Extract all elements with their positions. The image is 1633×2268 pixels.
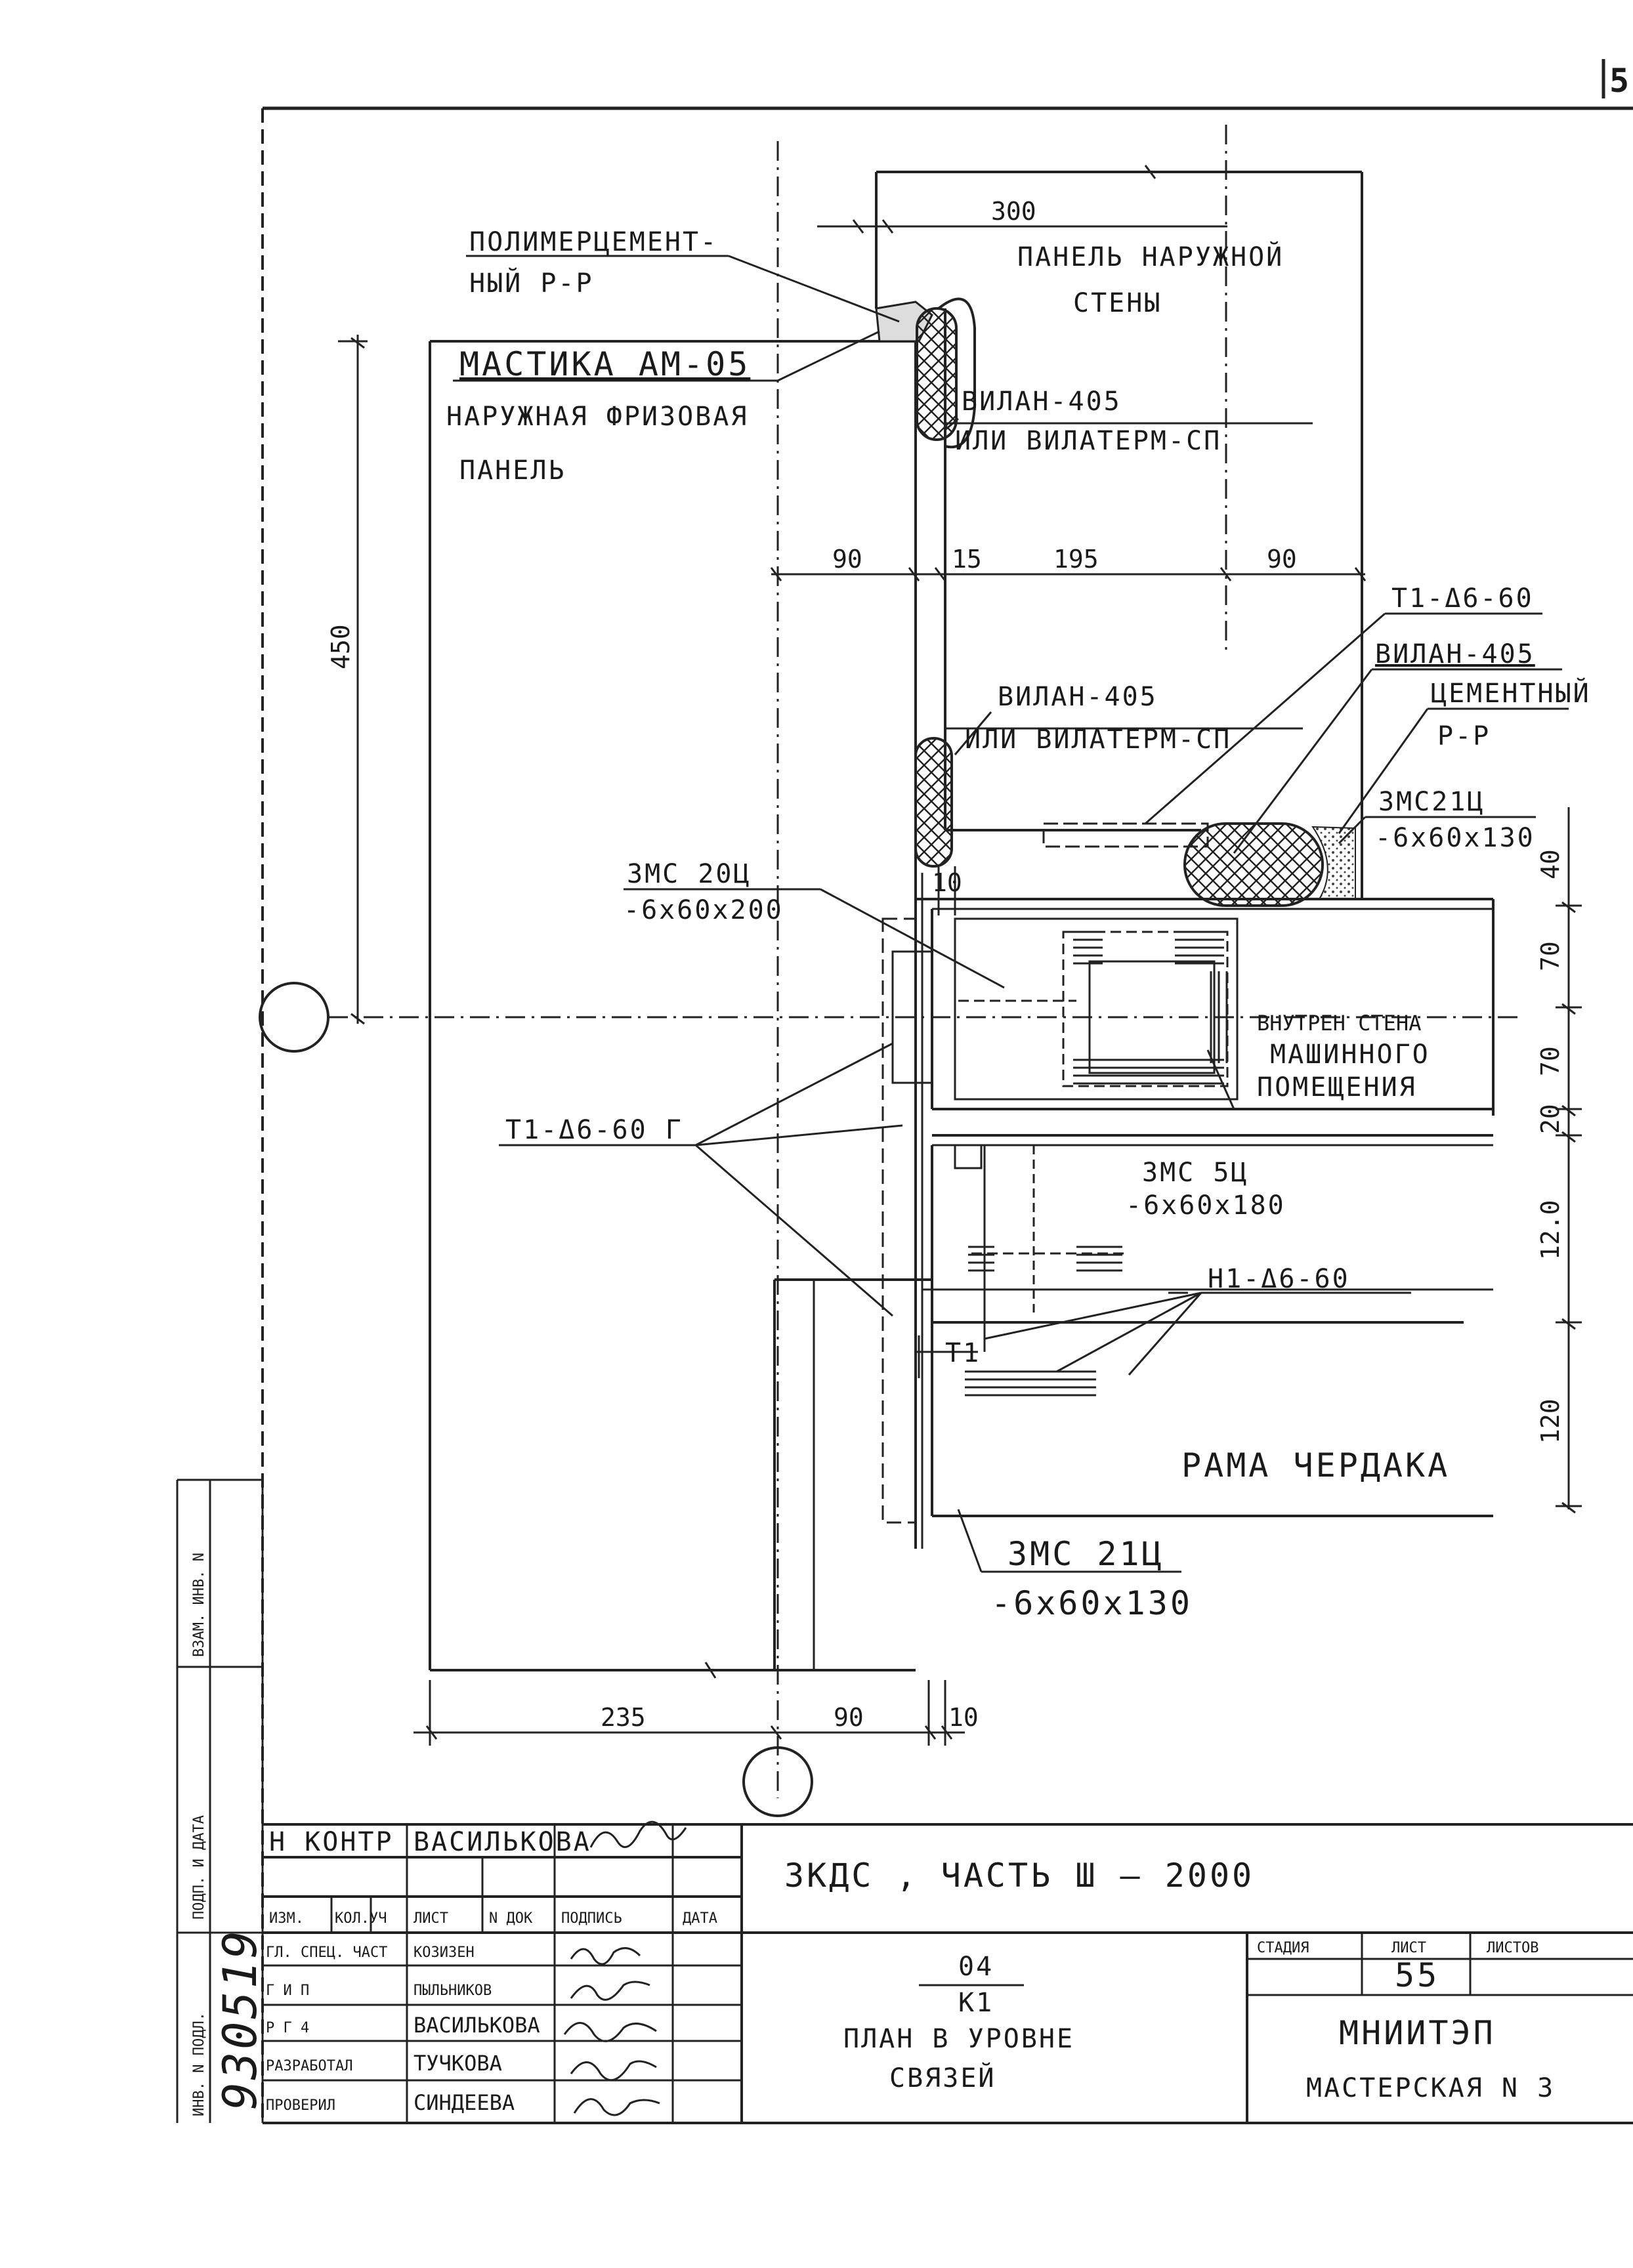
dim-40: 40 [1536, 849, 1565, 879]
zmc20c-label-2: -6х60х200 [624, 895, 784, 925]
sheet-title-2: СВЯЗЕЙ [889, 2062, 996, 2093]
row-name-4: ТУЧКОВА [414, 2051, 502, 2076]
inner-wall-label-3: ПОМЕЩЕНИЯ [1257, 1072, 1417, 1102]
col-kol-uch: КОЛ.УЧ [335, 1910, 387, 1927]
dim-300: 300 [991, 197, 1036, 226]
frieze-panel-label-1: НАРУЖНАЯ ФРИЗОВАЯ [446, 402, 748, 432]
frieze-panel-label-2: ПАНЕЛЬ [459, 455, 566, 486]
zmc21c-bottom-label-1: ЗМС 21Ц [1007, 1535, 1164, 1573]
dim-90-a: 90 [832, 545, 862, 574]
row-name-3: ВАСИЛЬКОВА [414, 2013, 540, 2038]
vilan-mid-label-2: ИЛИ ВИЛАТЕРМ-СП [965, 724, 1231, 755]
n-kontr-name: ВАСИЛЬКОВА [414, 1827, 591, 1857]
outer-wall-panel-label-1: ПАНЕЛЬ НАРУЖНОЙ [1017, 241, 1284, 272]
sheet-label: ЛИСТ [1391, 1940, 1426, 1956]
dim-90-c: 90 [834, 1703, 864, 1732]
side-field-3: ВЗАМ. ИНВ. N [191, 1553, 207, 1657]
inner-wall-label-2: МАШИННОГО [1270, 1040, 1430, 1070]
row-role-3: Р Г 4 [266, 2020, 309, 2036]
col-list: ЛИСТ [414, 1910, 448, 1927]
dim-450: 450 [326, 624, 355, 669]
t1-b6-60-right-label: Т1-Δ6-60 [1391, 583, 1534, 614]
cement-mortar-label-2: Р-Р [1437, 721, 1491, 751]
side-field-1: ИНВ. N ПОДЛ. [191, 2012, 207, 2116]
stage-label: СТАДИЯ [1257, 1940, 1309, 1956]
sheet-title-1: ПЛАН В УРОВНЕ [843, 2024, 1074, 2054]
n-kontr-label: Н КОНТР [269, 1827, 394, 1857]
weld-marks [965, 931, 1228, 1396]
axis-lines [328, 125, 1523, 1798]
dim-90-b: 90 [1267, 545, 1297, 574]
outer-wall-panel-label-2: СТЕНЫ [1073, 288, 1162, 318]
gasket-middle [914, 737, 953, 868]
connection-details [773, 822, 1495, 1670]
gasket-right [1183, 822, 1324, 907]
dim-120-b: 120 [1536, 1398, 1565, 1444]
inner-wall-label-1: ВНУТРЕН СТЕНА [1257, 1011, 1421, 1036]
cement-mortar-label-1: ЦЕМЕНТНЫЙ [1431, 677, 1591, 709]
col-izm: ИЗМ. [269, 1910, 304, 1927]
polymer-mortar-label-1: ПОЛИМЕРЦЕМЕНТ- [469, 227, 718, 257]
project-title: ЗКДС , ЧАСТЬ Ш – 2000 [784, 1857, 1254, 1895]
h1-b6-60-label: Н1-Δ6-60 [1208, 1264, 1350, 1294]
row-name-5: СИНДЕЕВА [414, 2090, 515, 2115]
zmc5c-label-1: ЗМС 5Ц [1142, 1158, 1249, 1188]
sheet-corner-number: 5 [1609, 62, 1632, 100]
zmc20c-label-1: ЗМС 20Ц [627, 859, 752, 889]
dim-10-a: 10 [932, 868, 962, 897]
drawing-frame [261, 106, 1633, 2124]
row-role-4: РАЗРАБОТАЛ [266, 2058, 352, 2074]
t1-b6-60-left-label: Т1-Δ6-60 Г [505, 1115, 683, 1145]
t1-small-label: Т1 [945, 1338, 981, 1368]
zmc5c-label-2: -6х60х180 [1126, 1190, 1286, 1221]
col-data: ДАТА [683, 1910, 717, 1927]
leader-lines [453, 255, 1569, 1573]
row-role-5: ПРОВЕРИЛ [266, 2097, 335, 2114]
dimension-ticks [350, 219, 1576, 1740]
drawing-code-top: 04 [958, 1952, 994, 1982]
dimension-lines [338, 225, 1582, 1746]
dim-195: 195 [1053, 545, 1099, 574]
zmc21c-top-label-2: -6х60х130 [1375, 823, 1535, 853]
attic-frame-label: РАМА ЧЕРДАКА [1181, 1446, 1450, 1484]
col-podpis: ПОДПИСЬ [561, 1910, 622, 1927]
vilan-upper-label-1: ВИЛАН-405 [962, 387, 1122, 417]
dim-70-a: 70 [1536, 941, 1565, 971]
row-name-1: КОЗИЗЕН [414, 1944, 475, 1961]
polymer-mortar-label-2: НЫЙ Р-Р [469, 267, 594, 299]
gasket-upper [916, 307, 958, 441]
dim-235: 235 [601, 1703, 646, 1732]
row-role-2: Г И П [266, 1983, 309, 1999]
dim-120-a: 12.0 [1536, 1200, 1565, 1260]
dim-10-b: 10 [948, 1703, 979, 1732]
archive-number: 930519 [213, 1928, 267, 2110]
row-role-1: ГЛ. СПЕЦ. ЧАСТ [266, 1944, 387, 1961]
drawing-code-bottom: К1 [958, 1988, 994, 2018]
row-name-2: ПЫЛЬНИКОВ [414, 1983, 492, 1999]
col-n-dok: N ДОК [489, 1910, 533, 1927]
title-block [263, 1824, 1633, 2123]
sheets-label: ЛИСТОВ [1487, 1940, 1538, 1956]
signatures [563, 1820, 687, 2116]
sheet-number: 55 [1395, 1956, 1439, 1994]
zmc21c-bottom-label-2: -6х60х130 [991, 1584, 1193, 1622]
dim-70-b: 70 [1536, 1046, 1565, 1076]
side-strip [176, 1479, 264, 2123]
organization: МНИИТЭП [1339, 2014, 1496, 2052]
dim-15: 15 [952, 545, 982, 574]
mastic-label: МАСТИКА АМ-05 [459, 345, 750, 383]
vilan-upper-label-2: ИЛИ ВИЛАТЕРМ-СП [955, 426, 1221, 456]
vilan-405-right-label: ВИЛАН-405 [1375, 639, 1535, 669]
zmc21c-top-label-1: ЗМС21Ц [1378, 787, 1485, 817]
axis-marker-bottom [742, 1746, 813, 1817]
workshop: МАСТЕРСКАЯ N 3 [1306, 2073, 1555, 2103]
axis-marker-left [259, 982, 329, 1053]
dim-20: 20 [1536, 1104, 1565, 1134]
vilan-mid-label-1: ВИЛАН-405 [998, 682, 1158, 712]
side-field-2: ПОДП. И ДАТА [191, 1815, 207, 1920]
